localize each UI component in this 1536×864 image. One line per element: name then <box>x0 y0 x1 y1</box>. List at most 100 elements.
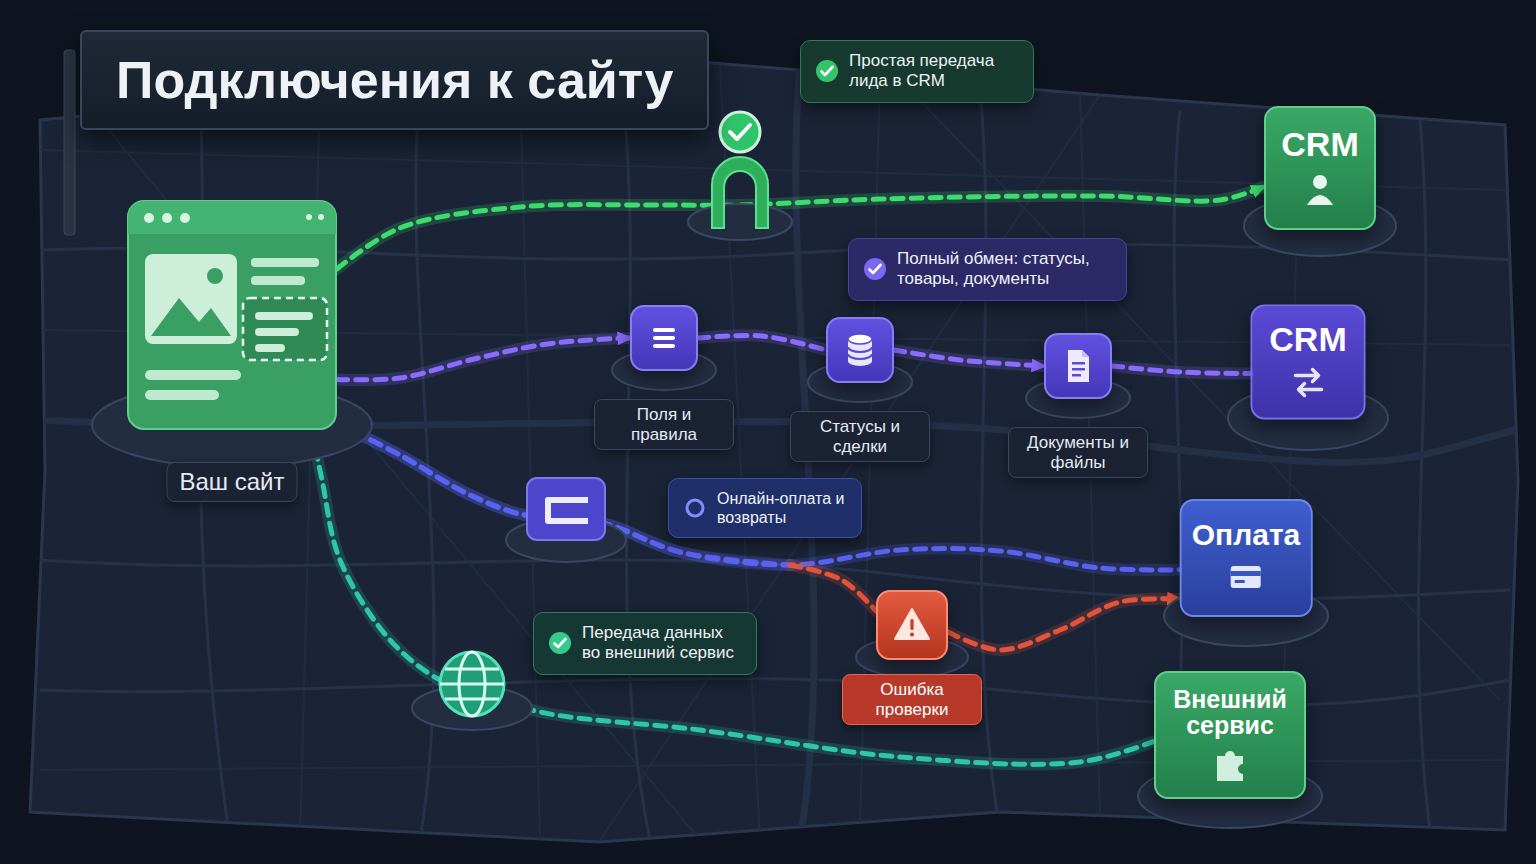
node-icon <box>892 605 932 645</box>
icon-symbol <box>687 500 703 516</box>
node-icon <box>644 318 684 358</box>
node-icon <box>683 496 707 520</box>
callout-box: Онлайн-оплата и возвраты <box>668 478 862 538</box>
gate-check-mark <box>730 125 750 139</box>
connector-glow <box>337 423 1180 570</box>
node-icon <box>548 631 572 655</box>
map-sheet <box>30 62 1518 842</box>
node-text: Поля и правила <box>607 405 721 444</box>
service-tile: Внешний сервис <box>1154 671 1306 799</box>
callout-box: Простая передача лида в CRM <box>800 40 1034 103</box>
icon-symbol <box>816 60 838 82</box>
station-node: Ошибка проверки <box>876 590 948 660</box>
node-text: Документы и файлы <box>1021 433 1135 472</box>
callout-box: Передача данных во внешний сервис <box>533 612 757 675</box>
sign-post <box>64 50 75 235</box>
icon-symbol <box>1307 175 1333 205</box>
node-text: Внешний сервис <box>1166 686 1294 739</box>
station-node: Документы и файлы <box>1044 333 1112 399</box>
service-tile: CRM <box>1264 106 1376 230</box>
connector <box>698 335 826 350</box>
title-text: Подключения к сайту <box>116 50 673 110</box>
node-text: Оплата <box>1192 519 1301 551</box>
connector-line <box>698 335 826 350</box>
label-pill: Ошибка проверки <box>842 674 982 725</box>
icon-symbol <box>1217 751 1243 781</box>
connector-glow <box>337 338 630 380</box>
globe <box>440 652 504 716</box>
icon-symbol <box>864 258 886 280</box>
connector-line <box>312 430 1154 764</box>
connector-glow <box>312 430 1154 764</box>
node-icon <box>1286 363 1330 403</box>
node-icon <box>1224 557 1268 597</box>
node-text: Статусы и сделки <box>803 417 917 456</box>
icon-symbol <box>653 328 675 348</box>
connector <box>948 599 1180 650</box>
callout-box: Полный обмен: статусы, товары, документы <box>848 238 1127 301</box>
label-pill: Документы и файлы <box>1008 427 1148 478</box>
icon-symbol <box>895 609 929 639</box>
payment-symbol <box>548 500 588 521</box>
label-pill: Ваш сайт <box>166 462 297 502</box>
tile-text: Внешний сервис <box>1166 686 1294 739</box>
connector <box>337 423 1180 570</box>
title-sign: Подключения к сайту <box>80 30 709 130</box>
node-icon <box>1058 346 1098 386</box>
map-streets <box>40 60 1515 840</box>
node-text: Ошибка проверки <box>855 680 969 719</box>
node-text: CRM <box>1281 127 1358 163</box>
main-road <box>40 60 1515 840</box>
connector <box>894 350 1044 366</box>
connector-line <box>1112 366 1251 374</box>
connector <box>312 430 1154 764</box>
station-node: Статусы и сделки <box>826 317 894 383</box>
node-icon <box>127 200 337 430</box>
connector-line <box>337 423 1180 570</box>
node-icon <box>863 257 887 281</box>
icon-symbol <box>1295 370 1321 396</box>
icon-symbol <box>549 632 571 654</box>
station-node: Поля и правила <box>630 305 698 371</box>
globe-parallel <box>440 669 504 699</box>
callout-text: Передача данных во внешний сервис <box>582 623 742 664</box>
minor-street <box>40 62 1510 840</box>
connector-glow <box>698 335 826 350</box>
street <box>40 70 1510 840</box>
gate-check-circle <box>720 112 760 152</box>
tile-text: Оплата <box>1192 519 1301 551</box>
website-node: Ваш сайт <box>127 200 337 430</box>
label-pill: Поля и правила <box>594 399 734 450</box>
node-text: Онлайн-оплата и возвраты <box>717 489 847 527</box>
connector-glow <box>894 350 1044 366</box>
platform <box>688 204 792 240</box>
service-tile: CRM <box>1251 305 1366 420</box>
callout-text: Простая передача лида в CRM <box>849 51 1019 92</box>
icon-symbol <box>1068 350 1089 382</box>
connector-line <box>337 338 630 380</box>
node-text: Полный обмен: статусы, товары, документы <box>897 249 1112 290</box>
payment-tile <box>527 478 605 540</box>
connector-glow <box>948 599 1180 650</box>
node-icon <box>840 330 880 370</box>
node-icon <box>815 59 839 83</box>
node-text: Передача данных во внешний сервис <box>582 623 742 664</box>
tile-text: CRM <box>1269 321 1346 357</box>
connector-line <box>894 350 1044 366</box>
node-text: Ваш сайт <box>179 468 284 496</box>
connector-line <box>948 599 1180 650</box>
node-icon <box>1208 744 1252 784</box>
connector-glow <box>790 565 876 611</box>
icon-symbol <box>1231 566 1261 588</box>
icon-symbol <box>128 201 336 429</box>
icon-symbol <box>848 334 872 366</box>
gate-arch <box>712 157 768 228</box>
node-text: Простая передача лида в CRM <box>849 51 1019 92</box>
label-pill: Статусы и сделки <box>790 411 930 462</box>
callout-text: Полный обмен: статусы, товары, документы <box>897 249 1112 290</box>
connector <box>1112 366 1251 374</box>
connector-line <box>790 565 876 611</box>
